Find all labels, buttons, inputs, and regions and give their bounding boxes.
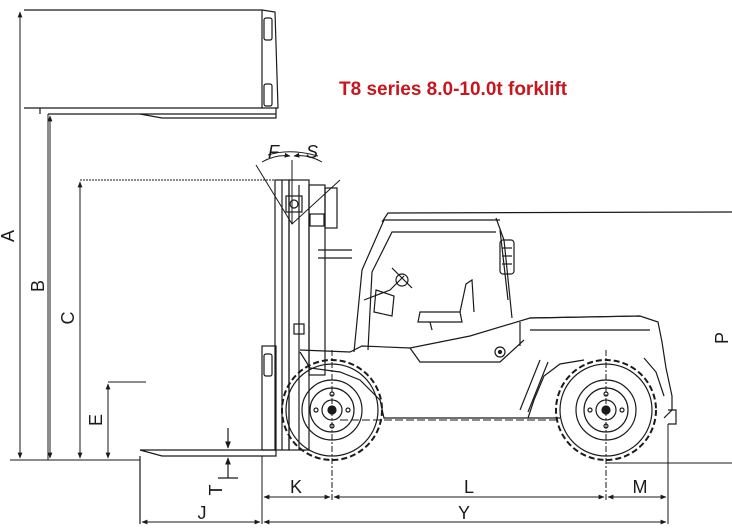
length-dimensions: [141, 494, 667, 525]
label-s: S: [306, 142, 318, 162]
label-p: P: [712, 332, 732, 344]
truck-body: [299, 315, 677, 425]
steering-and-seat: [363, 267, 475, 331]
overhead-guard: [353, 211, 732, 353]
label-c: C: [58, 312, 78, 325]
reference-lines: [261, 350, 732, 524]
label-t: T: [206, 485, 226, 496]
label-f: F: [268, 142, 280, 162]
label-a: A: [0, 230, 18, 242]
height-dimensions: [10, 11, 290, 461]
label-b: B: [28, 280, 48, 292]
label-l: L: [464, 477, 474, 497]
label-y: Y: [458, 503, 470, 523]
diagram-title: T8 series 8.0-10.0t forklift: [339, 79, 568, 100]
label-j: J: [198, 503, 207, 523]
raised-fork: [24, 9, 279, 119]
label-k: K: [290, 477, 302, 497]
lowered-fork: [139, 345, 277, 524]
label-e: E: [86, 414, 106, 426]
mast: [274, 179, 352, 451]
tilt-angle-indicator: [255, 151, 341, 225]
label-m: M: [633, 477, 648, 497]
